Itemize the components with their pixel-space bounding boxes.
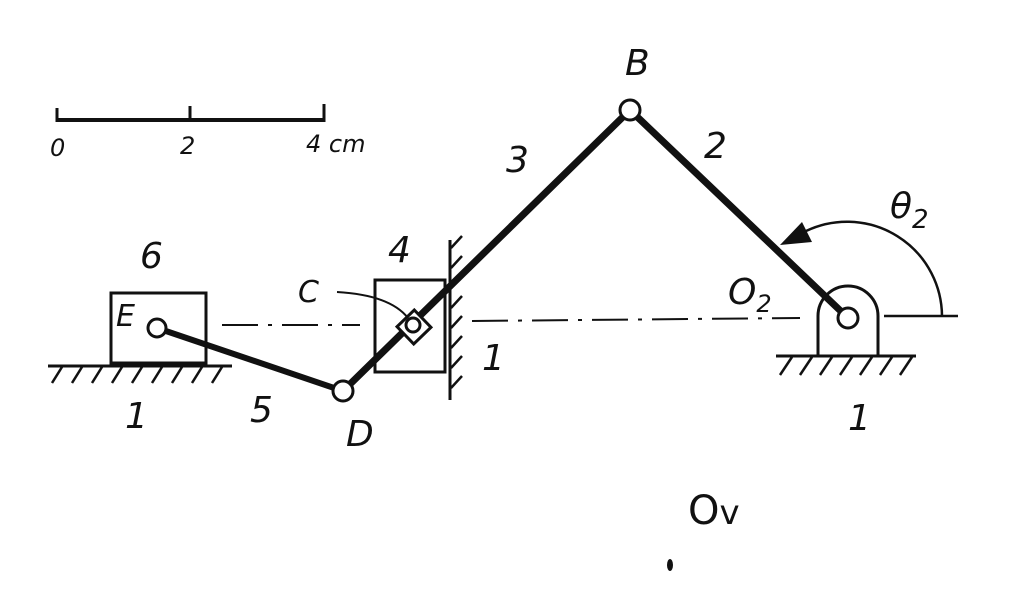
link-2 xyxy=(626,106,852,322)
label-o2: O2 xyxy=(728,272,772,318)
scale-tick-0: 0 xyxy=(50,134,65,162)
slider-block-4 xyxy=(373,278,447,374)
ground-guide-wall xyxy=(448,235,463,400)
label-ground-pivot: 1 xyxy=(848,398,871,439)
label-c: C xyxy=(298,275,319,310)
pin-joint-e xyxy=(146,317,168,339)
centerline-right xyxy=(471,317,801,322)
label-o2-main: O xyxy=(728,272,756,313)
scale-tick-4cm: 4 cm xyxy=(306,130,365,158)
handwritten-dot xyxy=(667,559,673,571)
angle-theta2-arc xyxy=(780,220,944,317)
label-link-6: 6 xyxy=(140,236,163,277)
handwritten-note-sub: v xyxy=(719,493,739,533)
scale-tick-2: 2 xyxy=(180,132,195,160)
handwritten-note: Ov xyxy=(688,488,740,534)
leader-c xyxy=(336,291,409,319)
ground-pivot-o2 xyxy=(776,284,916,376)
label-theta-sub: 2 xyxy=(912,205,929,235)
ground-slider6 xyxy=(48,364,232,384)
scale-bar: 0 2 4 cm xyxy=(50,104,365,162)
link-3 xyxy=(339,106,634,395)
pin-joint-o2 xyxy=(836,306,860,330)
link-5 xyxy=(154,325,346,394)
label-ground-guide: 1 xyxy=(482,338,505,379)
handwritten-note-main: O xyxy=(688,488,719,534)
pin-joint-d xyxy=(331,379,355,403)
label-ground-slider6: 1 xyxy=(125,396,148,437)
label-link-4: 4 xyxy=(388,230,411,271)
slider-block-6 xyxy=(109,291,208,365)
label-theta2: θ2 xyxy=(890,186,929,235)
label-d: D xyxy=(346,414,374,455)
label-e: E xyxy=(116,299,135,334)
label-link-5: 5 xyxy=(250,390,273,431)
label-link-2: 2 xyxy=(704,126,727,167)
pin-joint-b xyxy=(618,98,642,122)
pin-joint-c xyxy=(404,316,422,334)
label-theta-main: θ xyxy=(890,186,912,227)
label-o2-sub: 2 xyxy=(756,290,771,318)
angle-arrowhead xyxy=(780,222,812,245)
label-link-3: 3 xyxy=(506,140,529,181)
label-b: B xyxy=(625,43,650,84)
